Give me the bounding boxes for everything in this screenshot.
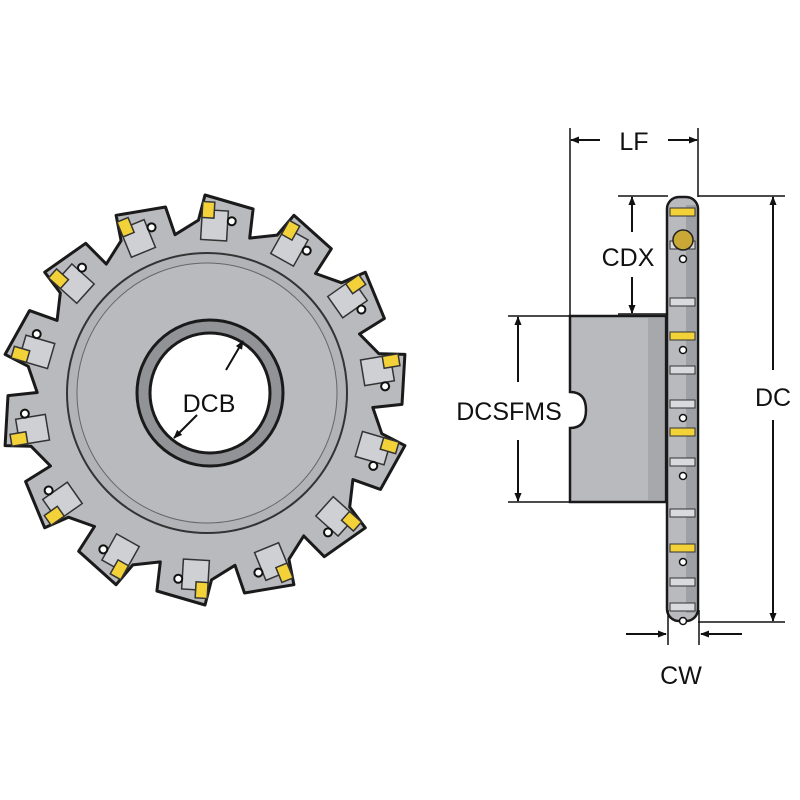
- clamp-screw: [31, 329, 42, 340]
- hub-profile: [568, 314, 668, 504]
- top-insert-head: [672, 229, 694, 251]
- edge-insert: [669, 365, 696, 375]
- disc-edge-shade: [686, 205, 696, 613]
- clamp-screw: [98, 544, 109, 555]
- clamp-screw: [19, 408, 30, 419]
- dc-label: DC: [755, 384, 791, 412]
- edge-screw-hole: [678, 471, 688, 481]
- clamp-screw: [76, 262, 87, 273]
- edge-insert: [669, 427, 696, 437]
- clamp-screw: [146, 222, 157, 233]
- insert-pocket: [359, 352, 401, 392]
- dcb-label: DCB: [183, 390, 236, 418]
- carbide-insert: [115, 216, 136, 238]
- edge-insert: [669, 207, 696, 217]
- cutter-side-view: LF CDX DCSFMS DC CW: [456, 128, 791, 690]
- edge-insert: [669, 297, 696, 307]
- carbide-insert: [274, 562, 295, 584]
- carbide-insert: [194, 581, 209, 600]
- lf-label: LF: [619, 128, 648, 156]
- edge-screw-hole: [678, 345, 688, 355]
- insert-pocket: [173, 558, 211, 600]
- insert-pocket: [47, 262, 96, 305]
- clamp-screw: [323, 527, 334, 538]
- carbide-insert: [47, 267, 70, 290]
- carbide-insert: [379, 436, 400, 455]
- edge-screw-hole: [678, 557, 688, 567]
- carbide-insert: [43, 505, 66, 527]
- clamp-screw: [173, 573, 184, 584]
- hub-shade-band: [648, 318, 664, 500]
- clamp-screw: [356, 304, 367, 315]
- bore-hole: [148, 331, 272, 455]
- insert-seat: [53, 262, 96, 305]
- carbide-insert: [340, 510, 363, 533]
- cdx-label: CDX: [602, 244, 655, 272]
- clamp-screw: [253, 567, 264, 578]
- insert-pocket: [199, 200, 237, 242]
- carbide-insert: [9, 430, 29, 448]
- edge-insert: [669, 399, 696, 409]
- insert-pocket: [269, 219, 312, 268]
- carbide-insert: [10, 345, 31, 364]
- edge-screw-hole: [678, 616, 688, 626]
- carbide-insert: [344, 273, 367, 295]
- carbide-insert: [201, 200, 216, 219]
- insert-pockets: [9, 200, 401, 600]
- carbide-insert: [381, 352, 401, 370]
- insert-pocket: [115, 216, 157, 259]
- edge-insert: [669, 508, 696, 518]
- edge-insert: [669, 331, 696, 341]
- clamp-screw: [43, 485, 54, 496]
- insert-pocket: [326, 273, 369, 319]
- insert-pocket: [41, 481, 84, 527]
- edge-screw-hole: [678, 254, 688, 264]
- carbide-insert: [109, 558, 130, 581]
- edge-insert: [669, 577, 696, 587]
- clamp-screw: [301, 245, 312, 256]
- edge-insert: [669, 543, 696, 553]
- insert-pocket: [10, 329, 56, 370]
- insert-seat: [314, 495, 357, 538]
- dcb-arrow-lower: [173, 414, 198, 439]
- clamp-screw: [368, 460, 379, 471]
- carbide-insert: [280, 219, 301, 242]
- dcb-arrow-upper: [225, 340, 244, 371]
- edge-screw-hole: [678, 413, 688, 423]
- insert-seat: [269, 226, 310, 268]
- dcsfms-label: DCSFMS: [456, 398, 562, 426]
- edge-insert: [669, 602, 696, 612]
- insert-pocket: [98, 532, 141, 581]
- insert-pocket: [354, 430, 400, 471]
- cutter-front-view: DCB: [3, 193, 407, 607]
- insert-pocket: [9, 408, 51, 448]
- insert-pocket: [253, 541, 295, 584]
- insert-pocket: [314, 495, 363, 538]
- insert-seat: [100, 532, 141, 574]
- clamp-screw: [226, 216, 237, 227]
- cw-label: CW: [660, 662, 702, 690]
- clamp-screw: [380, 381, 391, 392]
- edge-insert: [669, 457, 696, 467]
- disc-edge-details: [669, 207, 696, 626]
